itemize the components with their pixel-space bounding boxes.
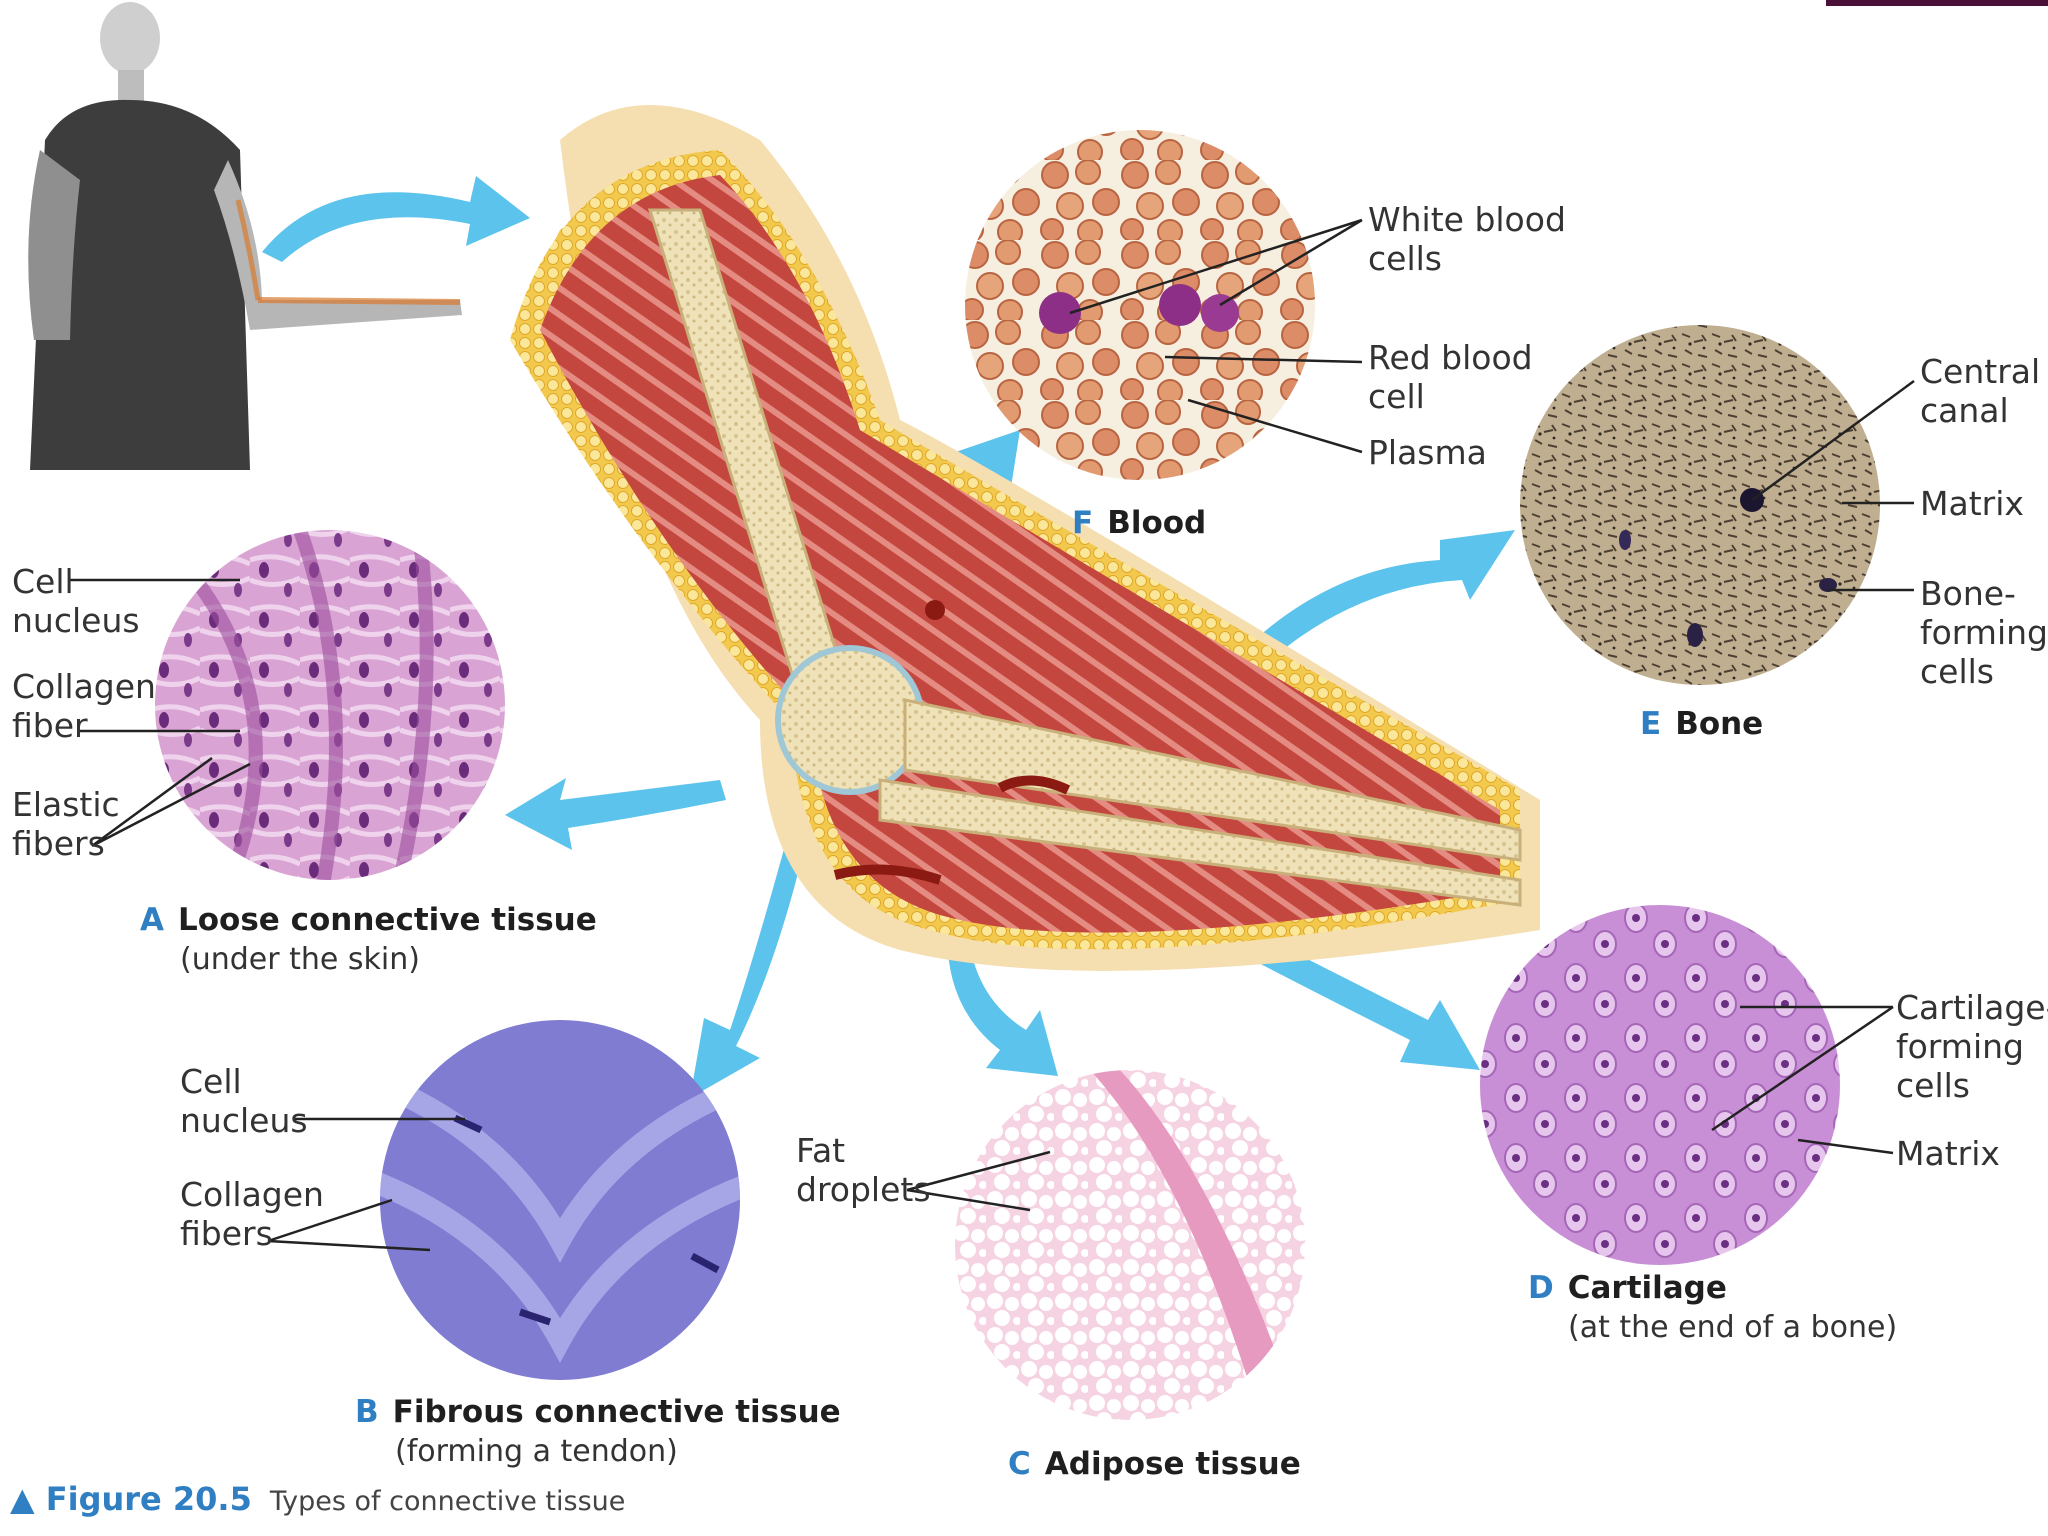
micrograph-adipose: [955, 1070, 1305, 1420]
label-e-matrix: Matrix: [1920, 484, 2024, 523]
corner-bar: [1826, 0, 2048, 6]
micrograph-loose: [155, 530, 505, 880]
elbow-cross-section: [510, 105, 1540, 971]
figure-number: ▲ Figure 20.5: [10, 1480, 252, 1518]
person-illustration: [28, 2, 462, 470]
figure-caption: ▲ Figure 20.5 Types of connective tissue: [10, 1480, 625, 1518]
micrograph-blood: [965, 130, 1315, 480]
figure-description: Types of connective tissue: [269, 1486, 626, 1517]
label-f-plasma: Plasma: [1368, 433, 1487, 472]
micrograph-cartilage: [1480, 905, 1840, 1265]
label-d-matrix: Matrix: [1896, 1134, 2000, 1173]
micrograph-fibrous: [380, 1020, 740, 1380]
leader-lines: [68, 218, 1915, 1252]
micrograph-bone: [1520, 325, 1880, 685]
